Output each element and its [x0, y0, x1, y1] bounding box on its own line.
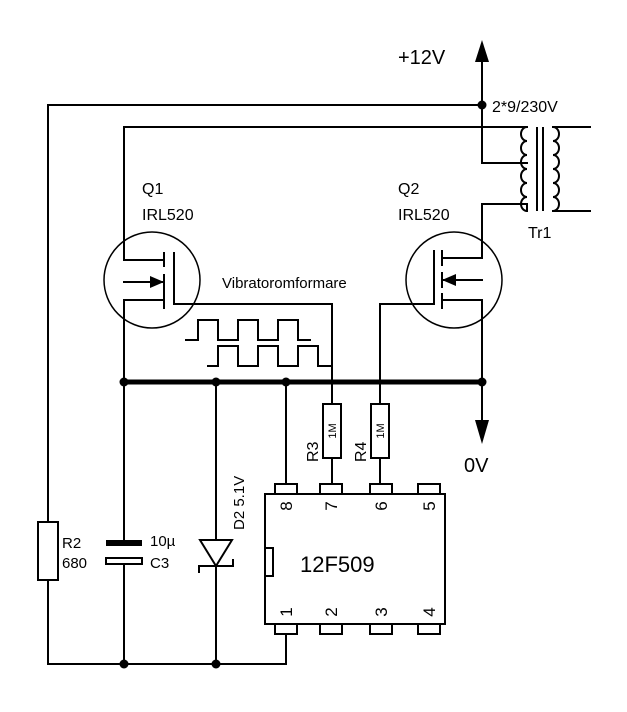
q2-mosfet — [379, 231, 503, 405]
c3-name: C3 — [150, 555, 169, 572]
ic-pin-4: 4 — [420, 607, 439, 616]
supply-zero-arrow — [475, 381, 489, 444]
q1-mosfet — [103, 231, 333, 383]
q1-type: IRL520 — [142, 207, 194, 224]
title-label: Vibratoromformare — [222, 275, 347, 292]
r3-resistor — [322, 303, 342, 485]
ic-pin-8: 8 — [277, 501, 296, 510]
r4-name: R4 — [353, 441, 370, 462]
r4-resistor — [370, 403, 390, 485]
c3-value: 10µ — [150, 533, 176, 550]
r4-value: 1M — [375, 423, 387, 438]
supply-plus-label: +12V — [398, 47, 446, 69]
q1-name: Q1 — [142, 181, 163, 198]
ic-12f509 — [264, 483, 446, 635]
q2-name: Q2 — [398, 181, 419, 198]
transformer-rating: 2*9/230V — [492, 99, 558, 116]
r3-value: 1M — [327, 423, 339, 438]
d2-zener — [198, 381, 234, 665]
gate-waveforms — [185, 319, 331, 367]
r2-resistor — [37, 521, 59, 665]
ic-pin-3: 3 — [372, 607, 391, 616]
ic-pin-7: 7 — [322, 501, 341, 510]
top-feed-wire — [47, 100, 487, 523]
supply-zero-label: 0V — [464, 455, 489, 477]
transformer-name: Tr1 — [528, 225, 552, 242]
r2-name: R2 — [62, 535, 81, 552]
r3-name: R3 — [305, 441, 322, 462]
q2-type: IRL520 — [398, 207, 450, 224]
ic-name: 12F509 — [300, 552, 375, 577]
c3-capacitor — [105, 381, 143, 665]
r2-value: 680 — [62, 555, 87, 572]
ic-pin-6: 6 — [372, 501, 391, 510]
ic-pin-5: 5 — [420, 501, 439, 510]
d2-label: D2 5.1V — [231, 476, 248, 530]
ic-pin-2: 2 — [322, 607, 341, 616]
bottom-return-wire — [47, 633, 287, 669]
ic-pin-1: 1 — [277, 607, 296, 616]
transformer — [123, 125, 591, 261]
